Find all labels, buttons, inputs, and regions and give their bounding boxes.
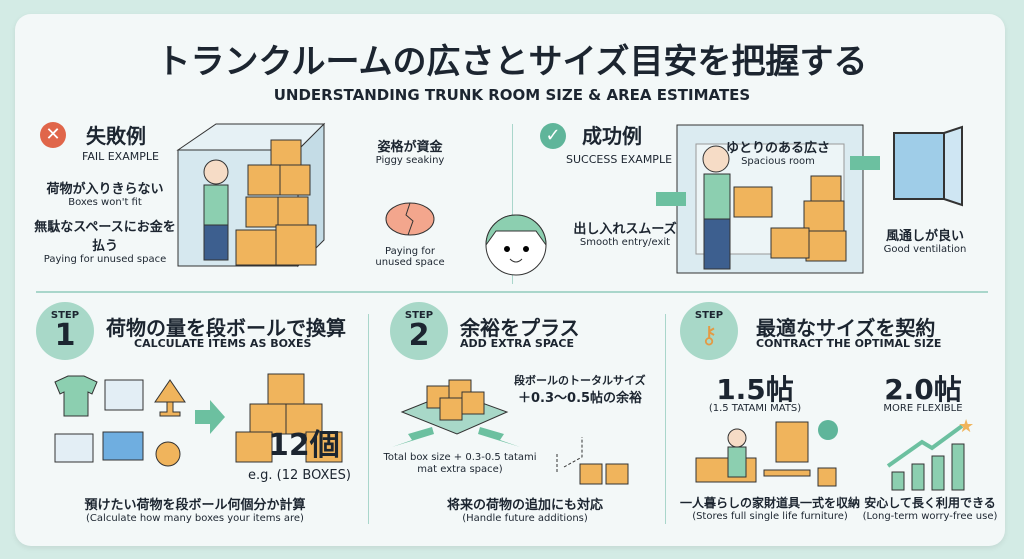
entry-arrow-icon	[656, 192, 686, 206]
step-1-desc: 預けたい荷物を段ボール何個分か計算(Calculate how many box…	[84, 498, 306, 524]
single-life-furniture-illustration	[695, 420, 838, 487]
step-2-title-en: ADD EXTRA SPACE	[460, 337, 574, 350]
size-option-1-desc: 一人暮らしの家財道具一式を収納(Stores full single life …	[680, 496, 861, 522]
fail-title-en: FAIL EXAMPLE	[82, 150, 159, 163]
size-option-2-desc: 安心して長く利用できる(Long-term worry-free use)	[862, 496, 998, 522]
success-title-en: SUCCESS EXAMPLE	[566, 153, 673, 166]
step-3-badge: STEP⚷	[680, 302, 738, 360]
divider	[512, 124, 513, 284]
extra-space-illustration	[392, 379, 629, 485]
key-icon: ⚷	[700, 321, 718, 349]
step-1-title: 荷物の量を段ボールで換算	[106, 316, 346, 340]
step-divider	[665, 314, 666, 524]
ventilation-arrow-icon	[850, 156, 880, 170]
box-count-en: e.g. (12 BOXES)	[248, 468, 351, 483]
broken-piggy-bank-icon	[385, 202, 435, 236]
svg-text:★: ★	[958, 416, 974, 437]
cramped-room-illustration	[176, 122, 326, 268]
fail-title: 失敗例	[86, 124, 146, 148]
piggy-caption: Paying for unused space	[375, 246, 445, 268]
x-circle-icon: ✕	[40, 122, 66, 148]
check-circle-icon: ✓	[540, 123, 566, 149]
step-2-title: 余裕をプラス	[460, 316, 580, 340]
step-2-caption: Total box size + 0.3-0.5 tatami mat extr…	[383, 452, 537, 475]
spacious-room-illustration	[676, 124, 864, 274]
page-title: トランクルームの広さとサイズ目安を把握する	[156, 42, 868, 82]
step-1-title-en: CALCULATE ITEMS AS BOXES	[134, 337, 312, 350]
size-option-1-sub: (1.5 TATAMI MATS)	[708, 403, 802, 414]
size-option-1: 1.5帖	[716, 373, 794, 406]
mascot-illustration	[485, 214, 547, 276]
success-title: 成功例	[582, 124, 642, 148]
size-option-2: 2.0帖	[884, 373, 962, 406]
items-to-boxes-illustration	[54, 373, 343, 467]
box-count: 12個	[268, 428, 340, 463]
step-2-note-2: ＋0.3〜0.5帖の余裕	[518, 391, 643, 406]
page-subtitle: UNDERSTANDING TRUNK ROOM SIZE & AREA EST…	[273, 86, 751, 104]
section-divider	[36, 291, 988, 293]
step-2-desc: 将来の荷物の追加にも対応(Handle future additions)	[446, 498, 603, 524]
window-icon	[893, 125, 963, 207]
growth-chart-icon: ★	[886, 416, 974, 491]
step-3-title: 最適なサイズを契約	[756, 316, 936, 340]
size-option-2-sub: MORE FLEXIBLE	[883, 403, 963, 414]
step-divider	[368, 314, 369, 524]
step-3-title-en: CONTRACT THE OPTIMAL SIZE	[756, 337, 942, 350]
step-2-note-1: 段ボールのトータルサイズ	[514, 374, 646, 387]
